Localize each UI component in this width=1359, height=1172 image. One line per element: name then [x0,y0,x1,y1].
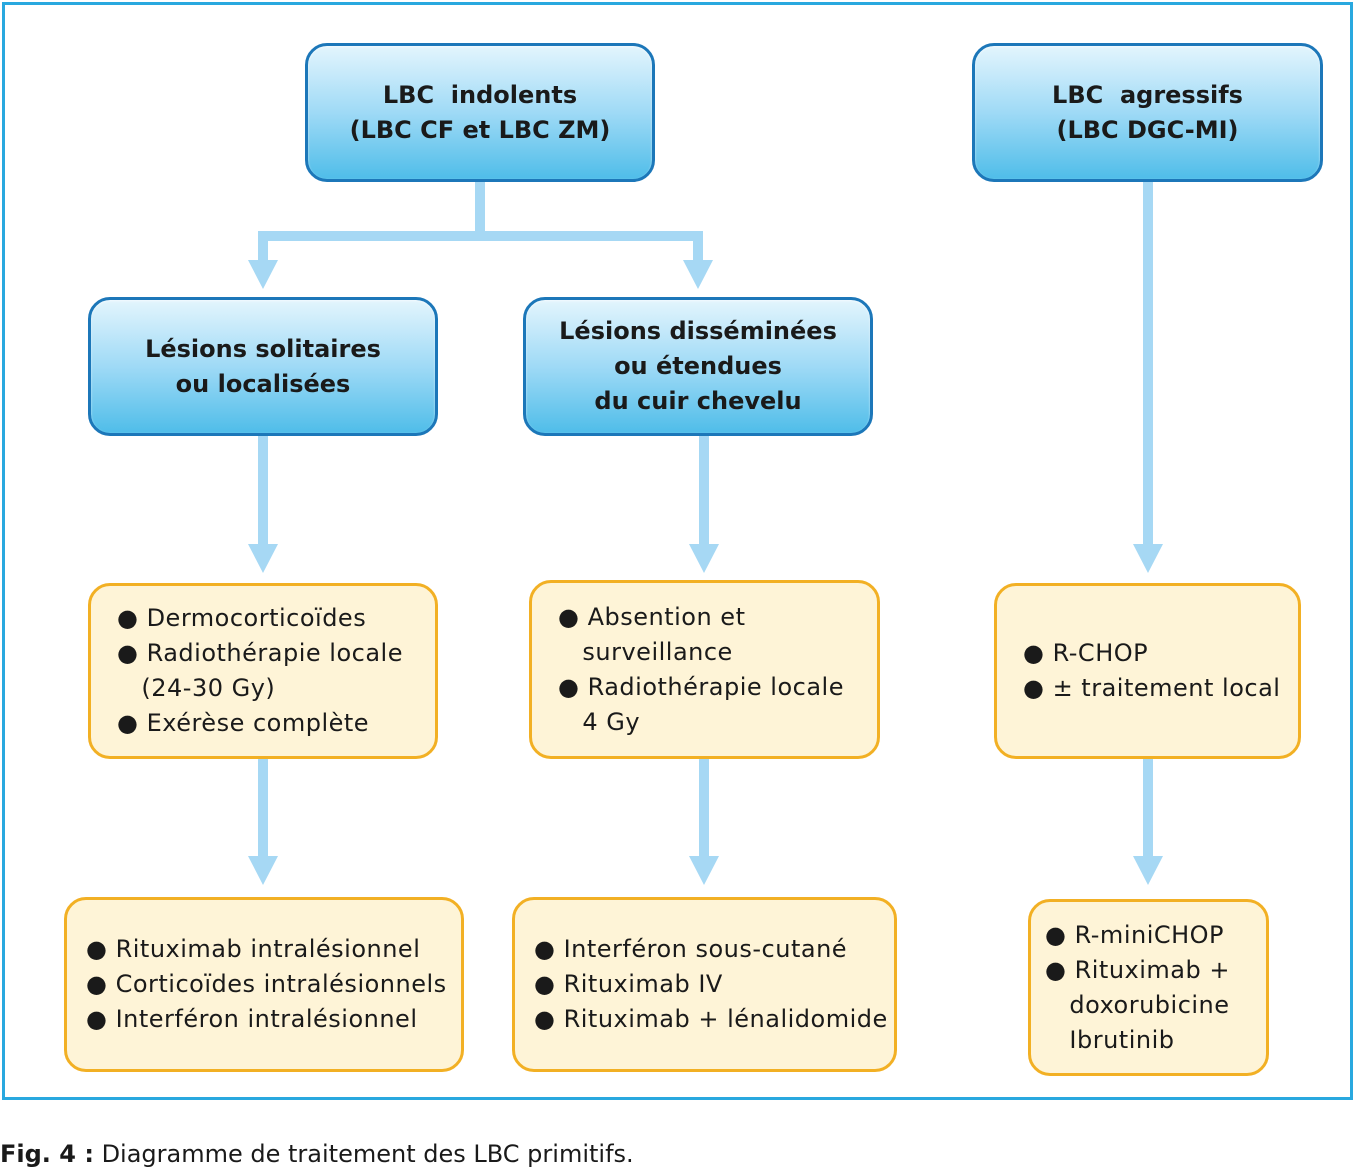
node-line: (LBC DGC-MI) [1056,115,1239,144]
treatment-item: 4 Gy [558,707,641,736]
arrowhead-disseminees-treat1 [689,544,719,573]
treatment-item: ● Radiothérapie locale [558,672,844,701]
node-line: du cuir chevelu [594,387,802,415]
treatment-item: Ibrutinib [1045,1025,1175,1054]
treatment-item: ● Rituximab intralésionnel [86,935,421,963]
node-treatment-disseminees-second-line: ● Interféron sous-cutané ● Rituximab IV … [512,897,897,1072]
treatment-item: ● Exérèse complète [117,709,370,737]
figure-caption: Fig. 4 : Diagramme de traitement des LBC… [0,1140,634,1168]
node-treatment-solitaires-second-line: ● Rituximab intralésionnel ● Corticoïdes… [64,897,464,1072]
node-lbc-agressifs: LBC agressifs (LBC DGC-MI) [972,43,1323,182]
treatment-item: ● Interféron intralésionnel [86,1005,418,1033]
arrowhead-disseminees-treat2 [689,856,719,885]
figure-label: Fig. 4 : [0,1140,94,1168]
treatment-item: ● Absention et [558,602,746,631]
treatment-item: ● Rituximab + lénalidomide [534,1005,888,1033]
arrowhead-solitaires-treat2 [248,856,278,885]
treatment-item: doxorubicine [1045,990,1230,1019]
node-treatment-solitaires-first-line: ● Dermocorticoïdes ● Radiothérapie local… [88,583,438,759]
treatment-item: ● Rituximab + [1045,955,1230,984]
treatment-item: ● R-miniCHOP [1045,920,1225,949]
arrowhead-agressifs-treat1 [1133,544,1163,573]
node-line: ou étendues [614,352,782,380]
node-line: LBC indolents [382,80,578,109]
treatment-item: ● Rituximab IV [534,970,723,998]
treatment-item: ● Dermocorticoïdes [117,604,367,632]
node-line: Lésions disséminées [559,317,837,345]
node-line: ou localisées [175,369,351,398]
treatment-item: ● Radiothérapie locale [117,639,403,667]
node-lbc-indolents: LBC indolents (LBC CF et LBC ZM) [305,43,655,182]
node-line: (LBC CF et LBC ZM) [349,115,611,144]
node-line: LBC agressifs [1052,80,1243,109]
arrowhead-solitaires [248,260,278,289]
node-lesions-solitaires: Lésions solitaires ou localisées [88,297,438,436]
arrowhead-disseminees [683,260,713,289]
treatment-item: ● R-CHOP [1023,639,1149,667]
treatment-item: surveillance [558,637,733,666]
node-treatment-agressifs-first-line: ● R-CHOP ● ± traitement local [994,583,1301,759]
arrowhead-agressifs-treat2 [1133,856,1163,885]
node-lesions-disseminees: Lésions disséminées ou étendues du cuir … [523,297,873,436]
node-treatment-disseminees-first-line: ● Absention et surveillance ● Radiothéra… [529,580,880,759]
node-treatment-agressifs-second-line: ● R-miniCHOP ● Rituximab + doxorubicine … [1028,899,1269,1076]
treatment-item: ● ± traitement local [1023,674,1281,702]
treatment-item: (24-30 Gy) [117,674,276,702]
connector-indolents-split [263,180,698,241]
figure-caption-text: Diagramme de traitement des LBC primitif… [93,1140,634,1168]
node-line: Lésions solitaires [145,334,381,363]
arrowhead-solitaires-treat1 [248,544,278,573]
treatment-item: ● Corticoïdes intralésionnels [86,970,447,998]
treatment-item: ● Interféron sous-cutané [534,935,848,963]
